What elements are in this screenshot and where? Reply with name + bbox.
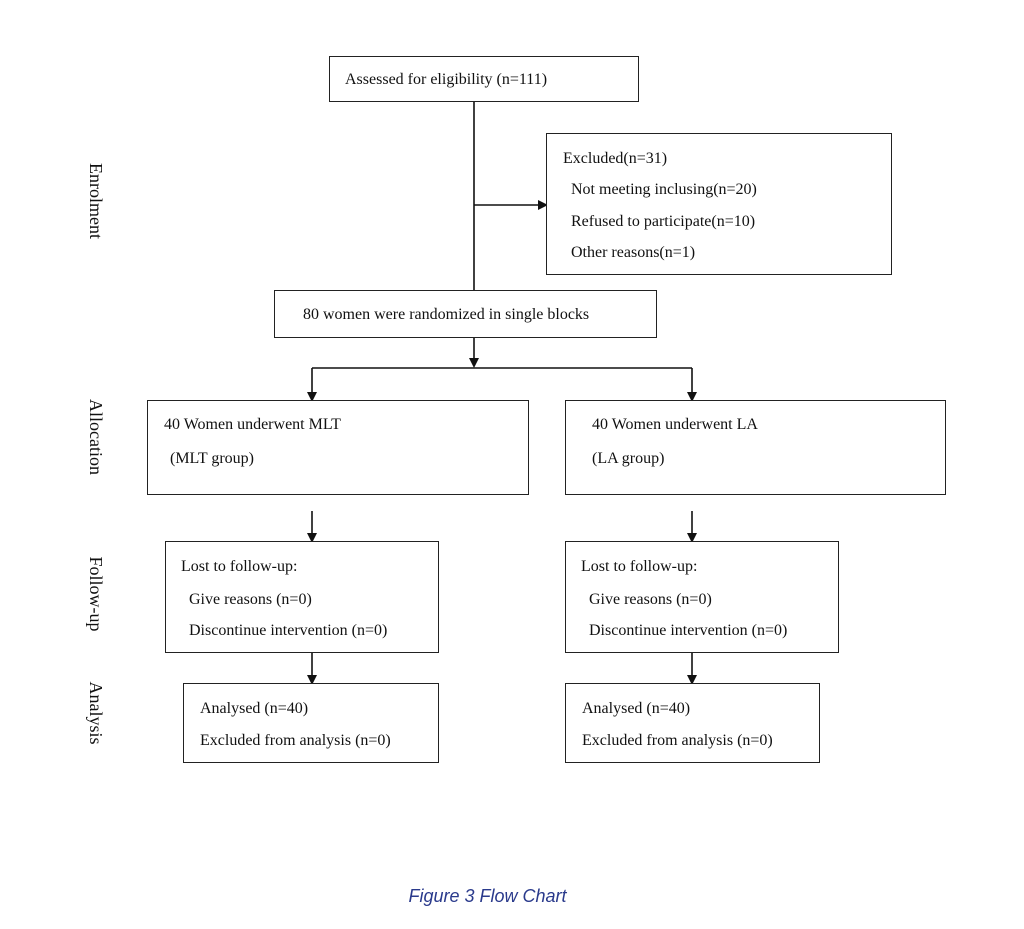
box-assessed-eligibility: Assessed for eligibility (n=111) — [329, 56, 639, 102]
box-line: Analysed (n=40) — [200, 700, 309, 717]
figure-caption: Figure 3 Flow Chart — [408, 886, 567, 906]
box-line: Excluded from analysis (n=0) — [200, 732, 391, 749]
box-line: Discontinue intervention (n=0) — [189, 622, 388, 639]
box-line: Lost to follow-up: — [581, 558, 698, 575]
box-line: Refused to participate(n=10) — [571, 213, 756, 230]
box-line: Excluded(n=31) — [563, 150, 668, 167]
box-followup-la: Lost to follow-up: Give reasons (n=0) Di… — [565, 541, 839, 653]
box-analysis-la: Analysed (n=40) Excluded from analysis (… — [565, 683, 820, 763]
box-line: 40 Women underwent MLT — [164, 416, 341, 433]
box-line: Give reasons (n=0) — [189, 591, 312, 608]
box-line: Assessed for eligibility (n=111) — [345, 71, 548, 88]
box-excluded: Excluded(n=31) Not meeting inclusing(n=2… — [546, 133, 892, 275]
box-line: Discontinue intervention (n=0) — [589, 622, 788, 639]
stage-label-follow-up: Follow-up — [86, 556, 106, 632]
stage-label-analysis: Analysis — [86, 681, 106, 745]
box-followup-mlt: Lost to follow-up: Give reasons (n=0) Di… — [165, 541, 439, 653]
box-line: Lost to follow-up: — [181, 558, 298, 575]
box-allocation-mlt: 40 Women underwent MLT (MLT group) — [147, 400, 529, 495]
box-line: Analysed (n=40) — [582, 700, 691, 717]
box-randomized: 80 women were randomized in single block… — [274, 290, 657, 338]
stage-label-enrolment: Enrolment — [86, 163, 106, 239]
box-line: 40 Women underwent LA — [592, 416, 758, 433]
box-line: Give reasons (n=0) — [589, 591, 712, 608]
box-allocation-la: 40 Women underwent LA (LA group) — [565, 400, 946, 495]
box-line: Other reasons(n=1) — [571, 244, 696, 261]
box-line: Excluded from analysis (n=0) — [582, 732, 773, 749]
box-analysis-mlt: Analysed (n=40) Excluded from analysis (… — [183, 683, 439, 763]
box-line: (MLT group) — [170, 450, 254, 467]
stage-label-allocation: Allocation — [86, 399, 106, 475]
box-line: 80 women were randomized in single block… — [303, 306, 590, 323]
box-line: Not meeting inclusing(n=20) — [571, 181, 757, 198]
box-line: (LA group) — [592, 450, 665, 467]
